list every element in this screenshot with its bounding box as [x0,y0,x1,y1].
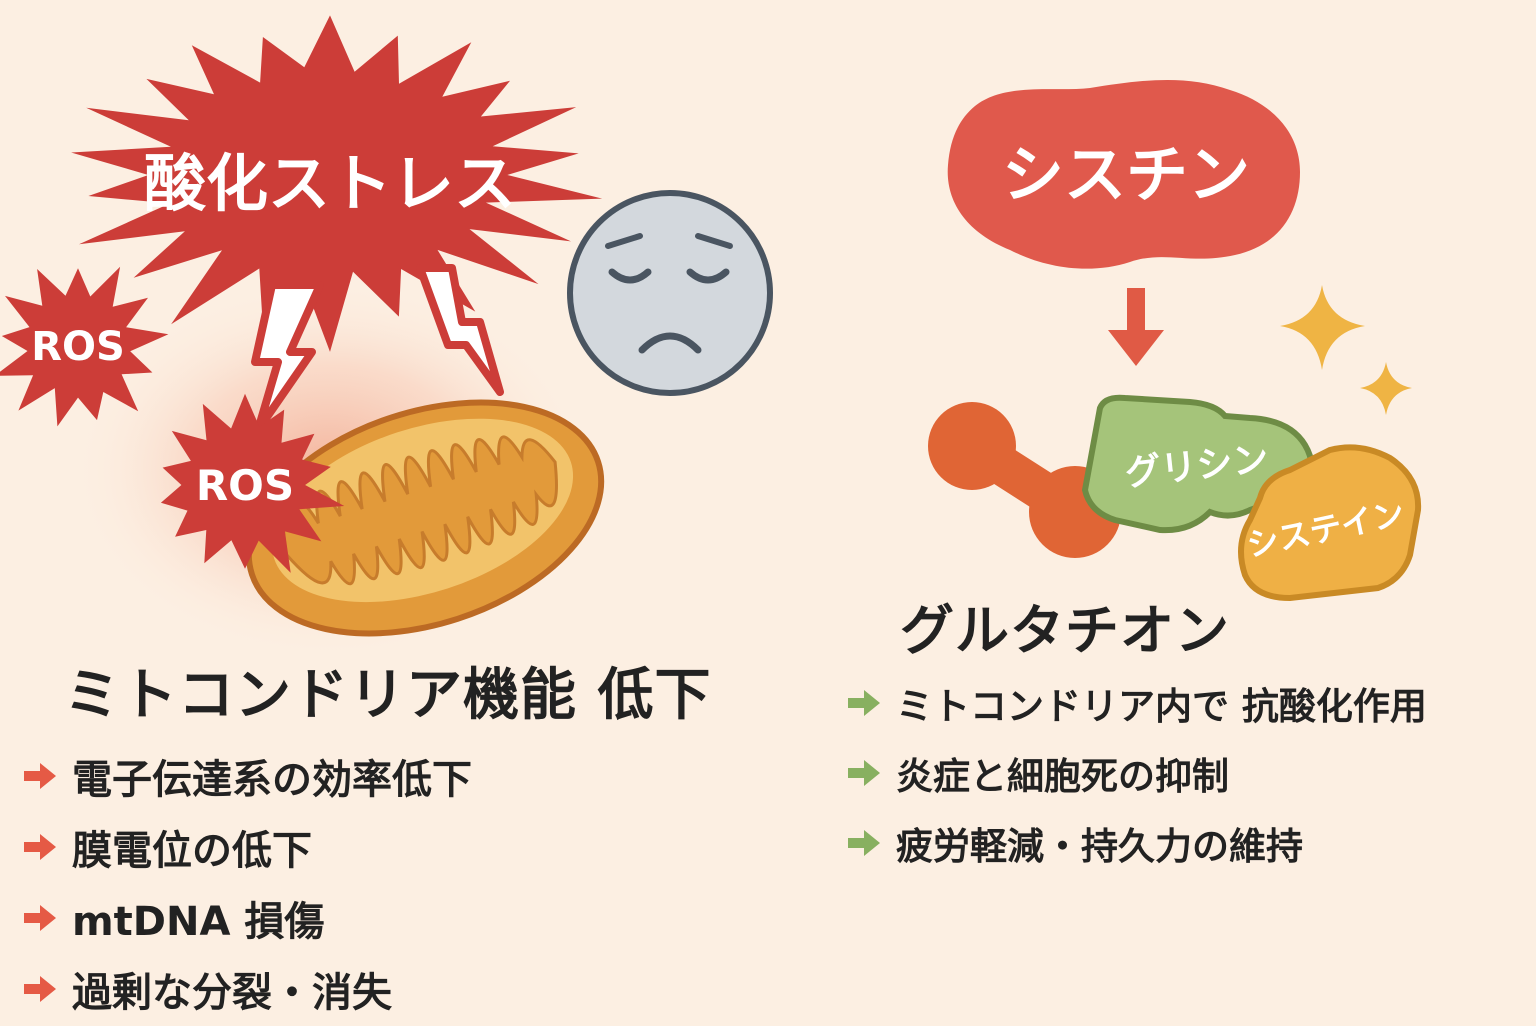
dysfunction-list: 電子伝達系の効率低下 膜電位の低下 mtDNA 損傷 過剰な分裂・消失 [22,742,472,1026]
list-item-text: 疲労軽減・持久力の維持 [896,825,1303,868]
oxidative-stress-label: 酸化ストレス [144,147,516,220]
list-item-text: 炎症と細胞死の抑制 [896,755,1229,798]
oxidative-stress-burst [71,15,603,352]
down-arrow-icon [1108,288,1164,366]
list-item-text: 電子伝達系の効率低下 [72,757,472,803]
right-arrow-icon [846,688,882,718]
cystine-cloud: シスチン [947,79,1300,269]
lightning-bolt-icon [416,264,504,396]
lightning-bolt-icon [251,281,324,434]
right-arrow-icon [846,758,882,788]
right-arrow-icon [22,903,58,933]
list-item: 炎症と細胞死の抑制 [846,738,1427,808]
glutathione-molecule: グリシン システイン [928,394,1422,602]
list-item: ミトコンドリア内で 抗酸化作用 [846,668,1427,738]
cysteine-group [1238,444,1422,602]
list-item: 疲労軽減・持久力の維持 [846,808,1427,878]
list-item-text: 膜電位の低下 [72,828,312,874]
ros-burst [0,266,169,427]
list-item: 膜電位の低下 [22,813,472,881]
ros-label: ROS [196,461,294,510]
list-item-text: mtDNA 損傷 [72,899,325,945]
right-arrow-icon [22,974,58,1004]
sparkle-icon [1360,362,1412,415]
list-item: mtDNA 損傷 [22,884,472,952]
right-arrow-icon [22,832,58,862]
right-arrow-icon [846,828,882,858]
cystine-label: シスチン [1002,138,1250,211]
mitochondria-dysfunction-heading: ミトコンドリア機能 低下 [64,663,712,728]
list-item: 過剰な分裂・消失 [22,955,472,1023]
mitochondrion-icon [245,399,605,637]
right-arrow-icon [22,761,58,791]
sad-face-icon [567,190,773,396]
list-item: 電子伝達系の効率低下 [22,742,472,810]
ros-burst [160,393,345,573]
sparkle-icon [1280,285,1365,370]
list-item-text: ミトコンドリア内で 抗酸化作用 [896,685,1427,728]
list-item-text: 過剰な分裂・消失 [72,970,392,1016]
glutathione-heading: グルタチオン [900,599,1230,662]
glutathione-effects-list: ミトコンドリア内で 抗酸化作用 炎症と細胞死の抑制 疲労軽減・持久力の維持 [846,668,1427,878]
ros-label: ROS [31,324,125,370]
